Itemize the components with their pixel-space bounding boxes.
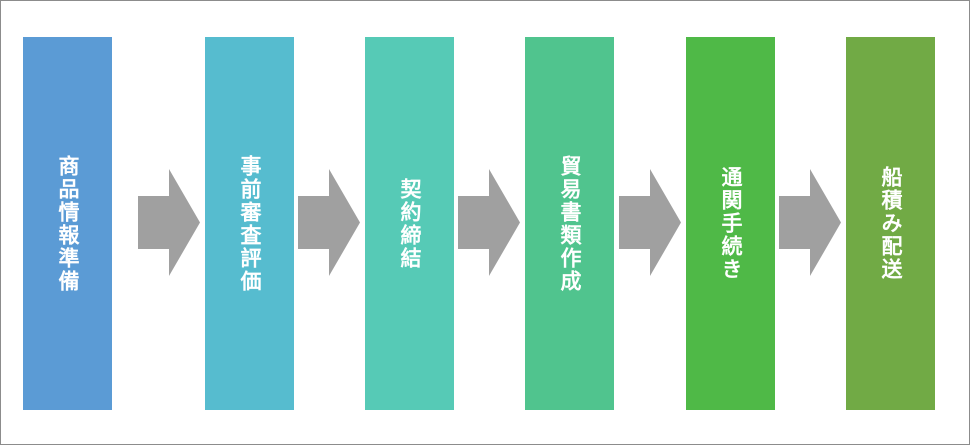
step-product-info-preparation: 商品情報準備 xyxy=(23,37,112,410)
step-preliminary-review: 事前審査評価 xyxy=(205,37,294,410)
step-label: 船積み配送 xyxy=(879,166,903,281)
step-contract-conclusion: 契約締結 xyxy=(365,37,454,410)
flow-arrow-2 xyxy=(298,169,360,276)
step-label: 契約締結 xyxy=(398,177,422,270)
flow-arrow-4 xyxy=(619,169,681,276)
step-customs-procedure: 通関手続き xyxy=(686,37,775,410)
step-shipping-delivery: 船積み配送 xyxy=(846,37,935,410)
step-label: 事前審査評価 xyxy=(238,154,262,293)
step-label: 商品情報準備 xyxy=(56,154,80,293)
flow-arrow-5 xyxy=(779,169,841,276)
right-arrow-icon xyxy=(458,169,520,276)
right-arrow-icon xyxy=(138,169,200,276)
flow-arrow-1 xyxy=(138,169,200,276)
right-arrow-icon xyxy=(619,169,681,276)
step-trade-documents: 貿易書類作成 xyxy=(525,37,614,410)
right-arrow-icon xyxy=(298,169,360,276)
step-label: 通関手続き xyxy=(719,166,743,281)
flow-arrow-3 xyxy=(458,169,520,276)
step-label: 貿易書類作成 xyxy=(558,154,582,293)
right-arrow-icon xyxy=(779,169,841,276)
